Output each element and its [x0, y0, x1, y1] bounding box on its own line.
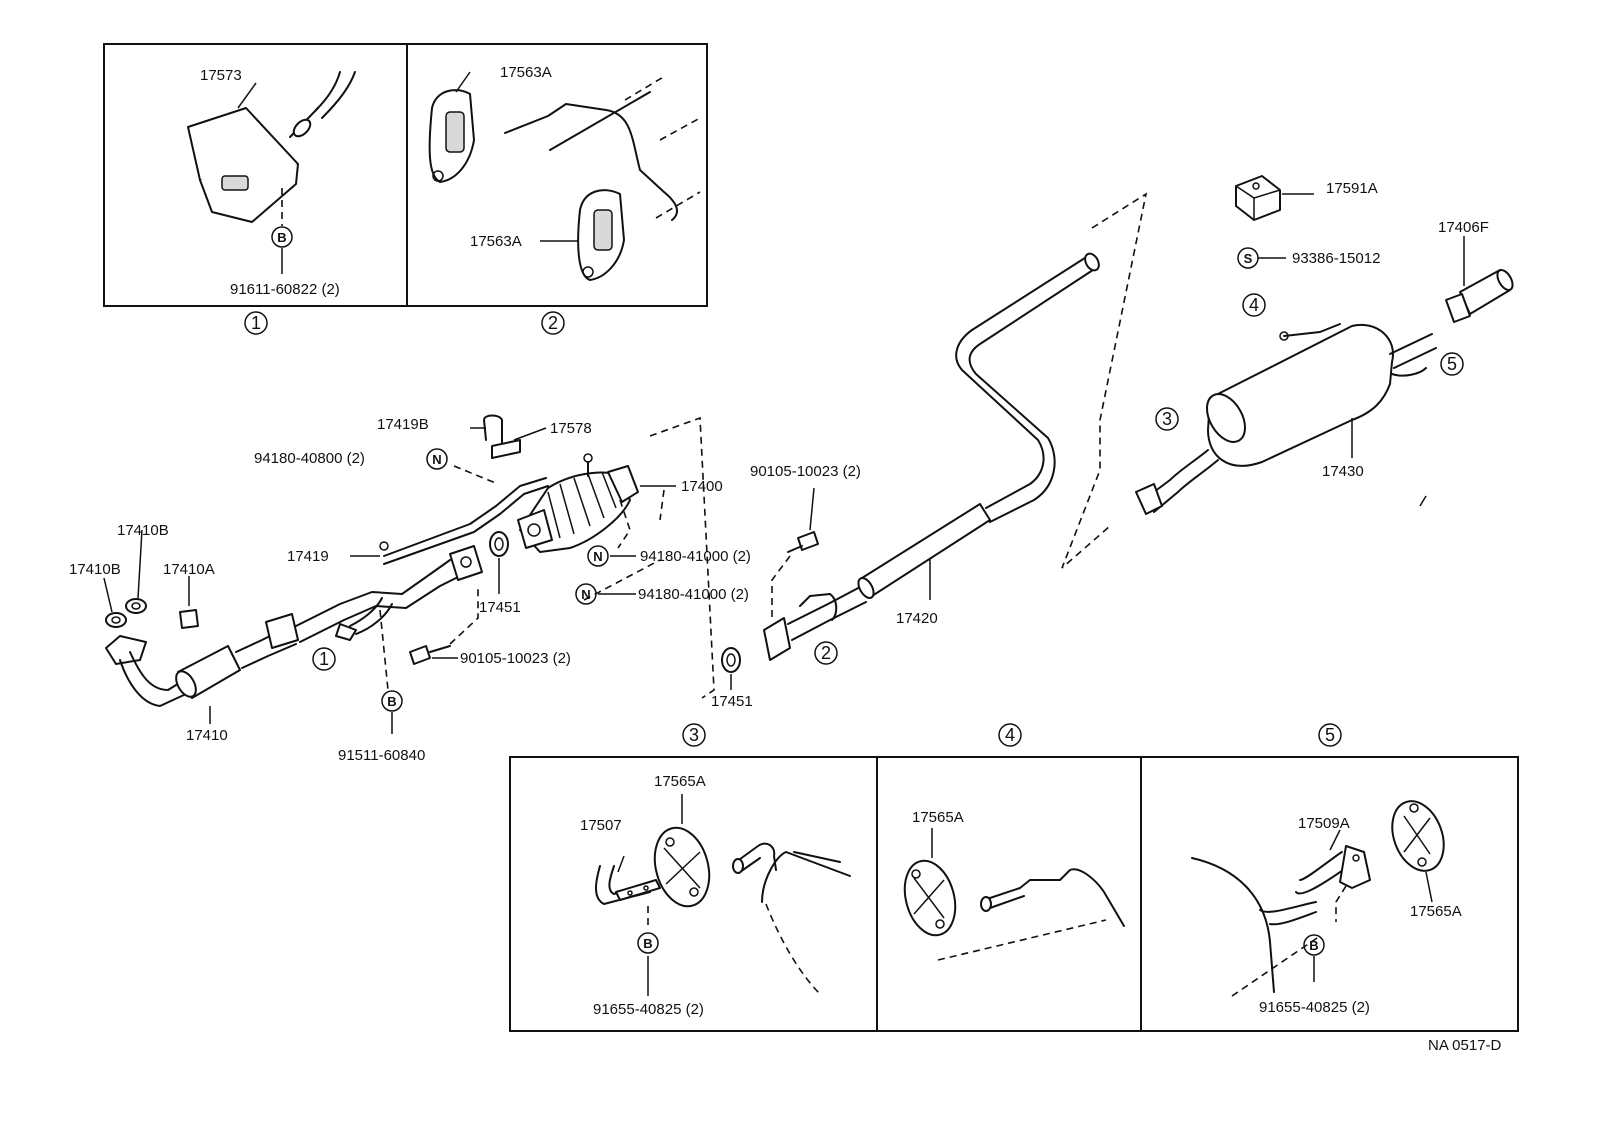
- nut-marker-icon: N: [426, 448, 448, 470]
- svg-text:3: 3: [689, 725, 699, 745]
- label-17451-right: 17451: [711, 693, 753, 710]
- center-exhaust-pipe: [763, 192, 1148, 661]
- inset-2-reference-marker: 2: [814, 641, 838, 665]
- label-91655-5: 91655-40825 (2): [1259, 999, 1370, 1016]
- inset-3-caption: 3: [682, 723, 706, 747]
- label-17507: 17507: [580, 817, 622, 834]
- label-17565A-4: 17565A: [912, 809, 964, 826]
- diagram-code: NA 0517-D: [1428, 1037, 1502, 1054]
- inset-5-reference-marker: 5: [1440, 352, 1464, 376]
- inset-5-box: 17509A 17565A B 91655-40825 (2): [1140, 756, 1519, 1032]
- label-91511: 91511-60840: [338, 747, 425, 764]
- label-17410: 17410: [186, 727, 228, 744]
- inset-3-box: 17565A 17507 B 91655-40825 (2): [509, 756, 878, 1032]
- svg-text:4: 4: [1249, 295, 1259, 315]
- label-17410B-lower: 17410B: [69, 561, 121, 578]
- label-91655-3: 91655-40825 (2): [593, 1001, 704, 1018]
- label-17400: 17400: [681, 478, 723, 495]
- bolt-marker-icon: [637, 932, 659, 954]
- inset-3-reference-marker: 3: [1155, 407, 1179, 431]
- label-17420: 17420: [896, 610, 938, 627]
- gasket-ring-17451-left: [489, 531, 509, 594]
- label-90105-upper: 90105-10023 (2): [750, 463, 861, 480]
- svg-text:1: 1: [251, 313, 261, 333]
- svg-text:2: 2: [821, 643, 831, 663]
- label-17419: 17419: [287, 548, 329, 565]
- flange-bolt-group: [409, 487, 819, 665]
- label-17563A-top: 17563A: [500, 64, 552, 81]
- svg-text:N: N: [593, 549, 602, 564]
- label-93386: 93386-15012: [1292, 250, 1380, 267]
- main-muffler: [1135, 323, 1437, 515]
- inset-2-caption: 2: [541, 311, 565, 335]
- inset-4-caption: 4: [998, 723, 1022, 747]
- label-17406F: 17406F: [1438, 219, 1489, 236]
- nut-marker-icon: N: [587, 545, 609, 567]
- label-94180-41000-b: 94180-41000 (2): [638, 586, 749, 603]
- screw-93386: S: [1237, 247, 1286, 269]
- svg-text:N: N: [581, 587, 590, 602]
- svg-text:5: 5: [1447, 354, 1457, 374]
- inset-1-box: 17573 B 91611-60822 (2): [103, 43, 408, 307]
- nut-marker-icon: N: [575, 583, 597, 605]
- catalytic-converter: [517, 416, 715, 699]
- label-17578: 17578: [550, 420, 592, 437]
- rubber-ring-hanger-part: [903, 859, 957, 937]
- label-17410A: 17410A: [163, 561, 215, 578]
- label-94180-41000-a: 94180-41000 (2): [640, 548, 751, 565]
- label-17430: 17430: [1322, 463, 1364, 480]
- svg-text:4: 4: [1005, 725, 1015, 745]
- label-90105-lower: 90105-10023 (2): [460, 650, 571, 667]
- label-17591A: 17591A: [1326, 180, 1378, 197]
- inset-4-reference-marker: 4: [1242, 293, 1266, 317]
- inset-1-caption: 1: [244, 311, 268, 335]
- inset-4-box: 17565A: [876, 756, 1142, 1032]
- svg-text:N: N: [432, 452, 441, 467]
- inset-2-box: 17563A 17563A: [406, 43, 708, 307]
- label-17419B: 17419B: [377, 416, 429, 433]
- bolt-marker-icon: [1303, 934, 1325, 956]
- label-17565A-5: 17565A: [1410, 903, 1462, 920]
- svg-text:1: 1: [319, 649, 329, 669]
- label-17509A: 17509A: [1298, 815, 1350, 832]
- gasket-nut-group: [103, 529, 199, 629]
- label-17563A-bottom: 17563A: [470, 233, 522, 250]
- bolt-marker-icon: [271, 226, 293, 248]
- svg-text:2: 2: [548, 313, 558, 333]
- svg-text:B: B: [277, 230, 286, 245]
- inset-5-caption: 5: [1318, 723, 1342, 747]
- svg-text:3: 3: [1162, 409, 1172, 429]
- label-17573: 17573: [200, 67, 242, 84]
- label-17451-left: 17451: [479, 599, 521, 616]
- label-17565A-3: 17565A: [654, 773, 706, 790]
- label-17410B-upper: 17410B: [117, 522, 169, 539]
- svg-text:B: B: [387, 694, 396, 709]
- svg-text:5: 5: [1325, 725, 1335, 745]
- inset-1-reference-marker: 1: [312, 647, 336, 671]
- label-94180-40800: 94180-40800 (2): [254, 450, 365, 467]
- gasket-ring-17451-right: [721, 647, 741, 690]
- rubber-cushion-17591A: [1235, 175, 1314, 221]
- front-exhaust-pipe: [105, 545, 483, 734]
- tail-pipe: [1445, 236, 1514, 323]
- heat-insulator-rod: [350, 414, 549, 565]
- bolt-marker-icon: B: [381, 690, 403, 712]
- svg-text:B: B: [643, 936, 652, 951]
- svg-text:B: B: [1309, 938, 1318, 953]
- svg-text:S: S: [1244, 251, 1253, 266]
- label-91611: 91611-60822 (2): [230, 281, 340, 298]
